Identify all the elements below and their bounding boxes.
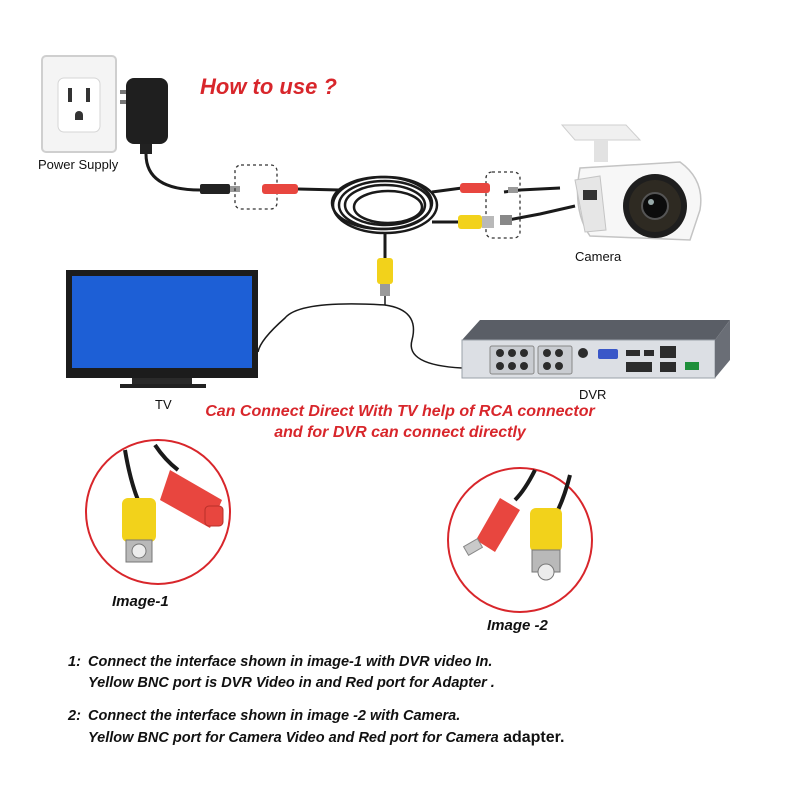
image-1-circle xyxy=(85,439,231,585)
image-2-label: Image -2 xyxy=(487,617,548,634)
tv-label: TV xyxy=(155,397,172,412)
camera-label: Camera xyxy=(575,249,622,264)
power-supply-label: Power Supply xyxy=(38,157,119,172)
camera-side-connectors xyxy=(431,183,576,229)
image-2-circle xyxy=(447,467,593,613)
tv-illustration xyxy=(66,270,258,388)
step-2-line-2: Yellow BNC port for Camera Video and Red… xyxy=(68,727,564,749)
step-2: 2: Connect the interface shown in image -… xyxy=(68,706,564,749)
rca-connector xyxy=(257,232,463,369)
step-2-line-1: Connect the interface shown in image -2 … xyxy=(88,708,461,724)
step-2-number: 2: xyxy=(68,708,81,724)
step-2-line-2-a: Yellow BNC port for Camera Video and Red… xyxy=(88,730,446,746)
step-1: 1: Connect the interface shown in image-1… xyxy=(68,652,495,694)
dvr-label: DVR xyxy=(579,387,607,402)
step-1-line-1: Connect the interface shown in image-1 w… xyxy=(88,654,493,670)
step-2-line-2-b: Camera xyxy=(445,730,499,746)
cable-coil xyxy=(330,175,439,235)
step-1-number: 1: xyxy=(68,654,81,670)
wall-outlet xyxy=(41,55,117,153)
page-title: How to use ? xyxy=(200,74,337,99)
note-line-1: Can Connect Direct With TV help of RCA c… xyxy=(205,403,595,420)
dvr-illustration xyxy=(461,320,730,379)
connection-box-right xyxy=(485,171,521,239)
image-1-label: Image-1 xyxy=(112,593,169,610)
step-2-line-2-c: adapter. xyxy=(498,729,565,746)
step-1-line-2: Yellow BNC port is DVR Video in and Red … xyxy=(88,675,495,691)
dc-connector-left xyxy=(262,184,341,194)
camera-illustration xyxy=(560,124,702,241)
note-line-2: and for DVR can connect directly xyxy=(274,424,526,441)
